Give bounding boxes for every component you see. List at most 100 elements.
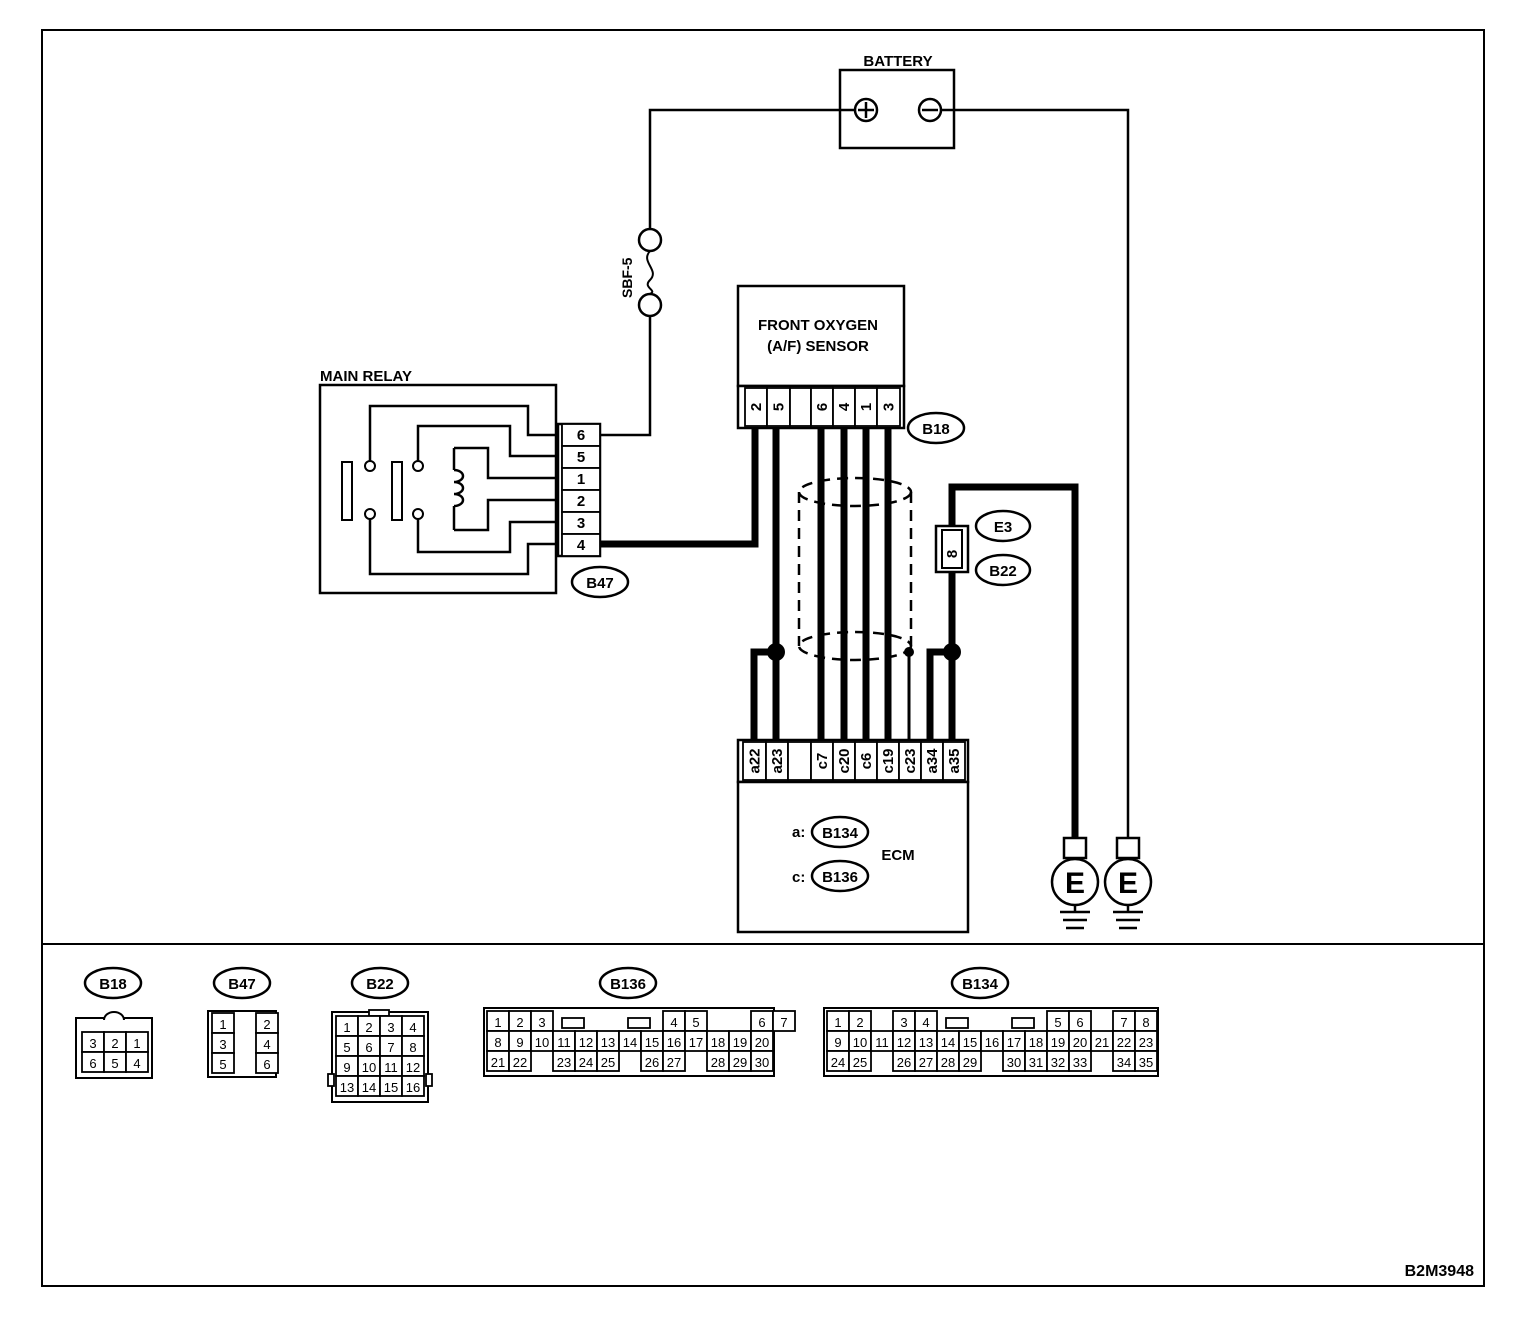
b22-badge: B22 xyxy=(974,553,1032,587)
legend-pin-label: 13 xyxy=(919,1035,933,1050)
legend-pin: 5 xyxy=(1046,1010,1070,1032)
legend-pin-label: 15 xyxy=(384,1080,398,1095)
ecm-pin xyxy=(787,741,812,781)
legend-pin: 11 xyxy=(552,1030,576,1052)
legend-pin-label: 19 xyxy=(1051,1035,1065,1050)
sensor-pin: 4 xyxy=(832,387,856,427)
legend-pin: 7 xyxy=(379,1035,403,1057)
ecm-pin-label: c20 xyxy=(836,748,853,773)
legend-pin-label: 14 xyxy=(941,1035,955,1050)
relay-pin-label: 4 xyxy=(577,537,586,554)
relay-pin-label: 2 xyxy=(577,493,585,510)
ecm-pin-label: c19 xyxy=(880,748,897,773)
legend-pin: 4 xyxy=(125,1051,149,1073)
fuse-label: SBF-5 xyxy=(619,257,635,298)
legend-pin: 12 xyxy=(574,1030,598,1052)
legend-pin-label: 7 xyxy=(387,1040,394,1055)
shield-icon xyxy=(797,476,914,740)
legend-pin-label: 2 xyxy=(111,1036,118,1051)
legend-pin-label: 17 xyxy=(689,1035,703,1050)
legend-pin: 29 xyxy=(958,1050,982,1072)
legend-pin: 7 xyxy=(1112,1010,1136,1032)
legend-pin-label: 30 xyxy=(1007,1055,1021,1070)
diagram-code: B2M3948 xyxy=(1405,1263,1474,1280)
legend-pin: 6 xyxy=(81,1051,105,1073)
ecm-pin-label: a23 xyxy=(769,748,786,773)
legend-pin-label: 27 xyxy=(667,1055,681,1070)
legend-pin: 13 xyxy=(914,1030,938,1052)
legend-pin-label: 8 xyxy=(409,1040,416,1055)
legend-pin-label: 14 xyxy=(623,1035,637,1050)
legend-pin: 17 xyxy=(1002,1030,1026,1052)
legend-pin-label: 5 xyxy=(343,1040,350,1055)
ecm-label: ECM xyxy=(881,847,914,864)
wire-battery-positive xyxy=(648,108,855,228)
svg-text:B18: B18 xyxy=(99,976,127,993)
ecm-pin-label: c7 xyxy=(814,753,831,770)
legend-pin: 27 xyxy=(662,1050,686,1072)
legend-pin-label: 20 xyxy=(755,1035,769,1050)
legend-pin-label: 3 xyxy=(387,1020,394,1035)
legend-pin-label: 1 xyxy=(834,1015,841,1030)
relay-pin: 2 xyxy=(561,489,601,513)
legend-b136-badge: B136 xyxy=(598,966,658,1000)
legend-pin-label: 7 xyxy=(780,1015,787,1030)
sensor-pin-label: 2 xyxy=(748,403,765,411)
legend-pin-label: 35 xyxy=(1139,1055,1153,1070)
legend-pin-label: 10 xyxy=(362,1060,376,1075)
ecm-pin-label: a35 xyxy=(946,748,963,773)
legend-pin-label: 5 xyxy=(692,1015,699,1030)
ground-harness: 8 E3 B22 xyxy=(926,483,1079,838)
sensor-ecm-harness xyxy=(750,428,914,740)
legend-pin-label: 18 xyxy=(1029,1035,1043,1050)
legend-pin: 16 xyxy=(401,1075,425,1097)
sensor-pin-label: 6 xyxy=(814,403,831,411)
ecm-pin: c20 xyxy=(832,741,856,781)
legend-pin-label: 31 xyxy=(1029,1055,1043,1070)
legend-pin-label: 29 xyxy=(963,1055,977,1070)
sensor-pin: 6 xyxy=(810,387,834,427)
legend-pin-label: 12 xyxy=(897,1035,911,1050)
ecm-pin: c6 xyxy=(854,741,878,781)
svg-text:E3: E3 xyxy=(994,519,1012,536)
legend-pin-label: 6 xyxy=(758,1015,765,1030)
sensor-pin-label: 1 xyxy=(858,403,875,411)
wire-fuse-to-relay xyxy=(600,316,652,437)
legend-pin-label: 14 xyxy=(362,1080,376,1095)
legend-pin: 24 xyxy=(574,1050,598,1072)
ecm-pin-label: c23 xyxy=(902,748,919,773)
svg-text:B136: B136 xyxy=(822,869,858,886)
b136-badge: B136 xyxy=(810,859,870,893)
legend-pin: 26 xyxy=(640,1050,664,1072)
legend-pin: 6 xyxy=(255,1052,279,1074)
legend-pin-label: 28 xyxy=(941,1055,955,1070)
legend-pin-label: 15 xyxy=(963,1035,977,1050)
ecm-pin: a35 xyxy=(942,741,966,781)
legend-pin-label: 9 xyxy=(834,1035,841,1050)
legend-pin-label: 13 xyxy=(340,1080,354,1095)
legend-pin: 25 xyxy=(596,1050,620,1072)
svg-text:8: 8 xyxy=(944,550,961,558)
legend-pin: 28 xyxy=(936,1050,960,1072)
legend-pin: 20 xyxy=(750,1030,774,1052)
legend-pin: 3 xyxy=(81,1031,105,1053)
relay-coil-icon xyxy=(452,448,465,530)
legend-pin: 32 xyxy=(1046,1050,1070,1072)
legend-pin-label: 1 xyxy=(219,1017,226,1032)
legend-b47-badge: B47 xyxy=(212,966,272,1000)
legend-pin-label: 2 xyxy=(856,1015,863,1030)
legend-pin: 20 xyxy=(1068,1030,1092,1052)
legend-pin: 9 xyxy=(508,1030,532,1052)
legend-pin: 14 xyxy=(936,1030,960,1052)
sensor-pin: 2 xyxy=(744,387,768,427)
legend-pin-label: 5 xyxy=(111,1056,118,1071)
legend-pin-label: 16 xyxy=(406,1080,420,1095)
svg-text:B18: B18 xyxy=(922,421,950,438)
